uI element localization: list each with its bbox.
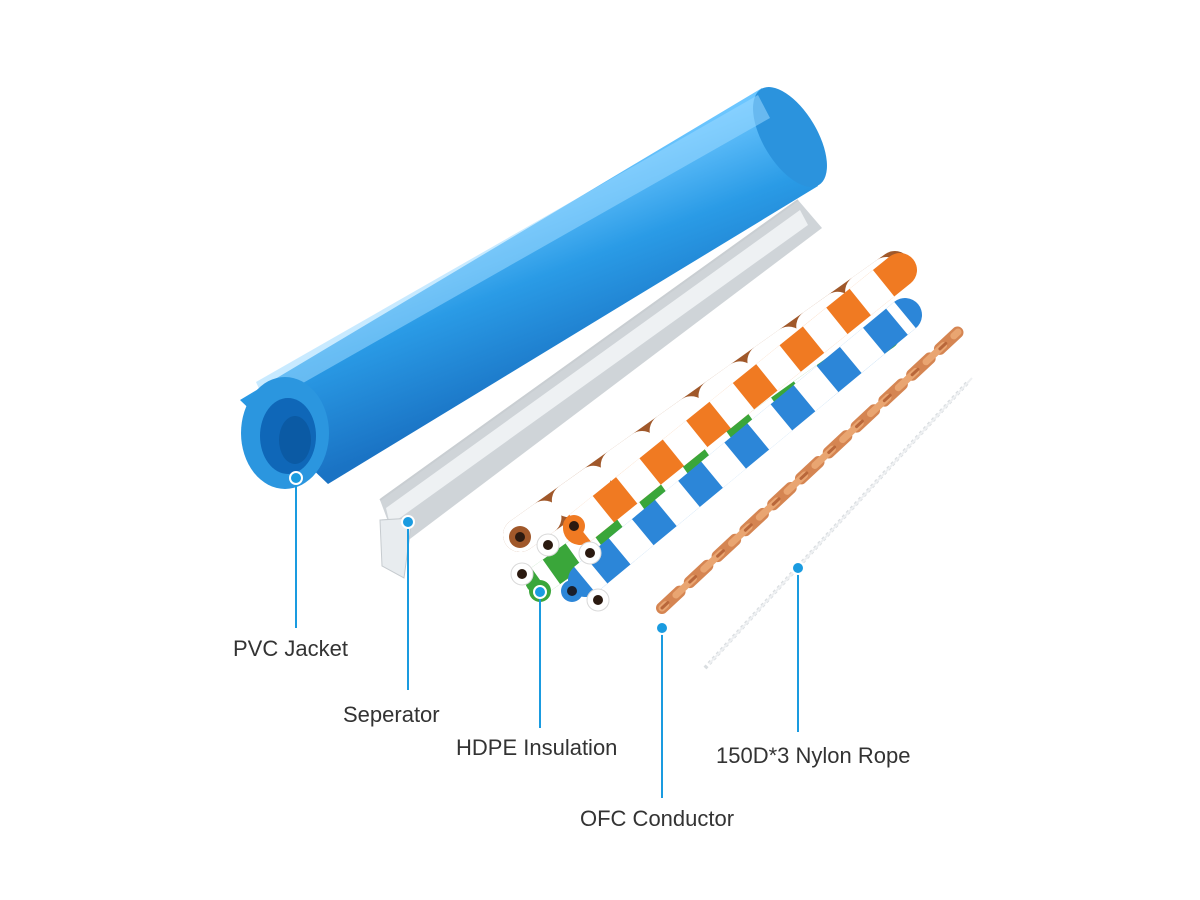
callout-hdpe-insulation (533, 585, 547, 728)
callout-pvc-jacket (289, 471, 303, 628)
callout-nylon-rope (791, 561, 805, 732)
ofc-conductor (656, 326, 964, 614)
pvc-jacket (240, 87, 827, 489)
label-pvc-jacket: PVC Jacket (233, 636, 348, 661)
nylon-rope (703, 377, 973, 670)
label-nylon-rope: 150D*3 Nylon Rope (716, 743, 911, 768)
callouts (289, 471, 805, 798)
label-ofc-conductor: OFC Conductor (580, 806, 735, 831)
label-hdpe-insulation: HDPE Insulation (456, 735, 618, 760)
callout-separator (401, 515, 415, 690)
twisted-pair-bundle (503, 251, 922, 612)
callout-ofc-conductor (655, 621, 669, 798)
label-separator: Seperator (343, 702, 440, 727)
separator (379, 199, 822, 579)
